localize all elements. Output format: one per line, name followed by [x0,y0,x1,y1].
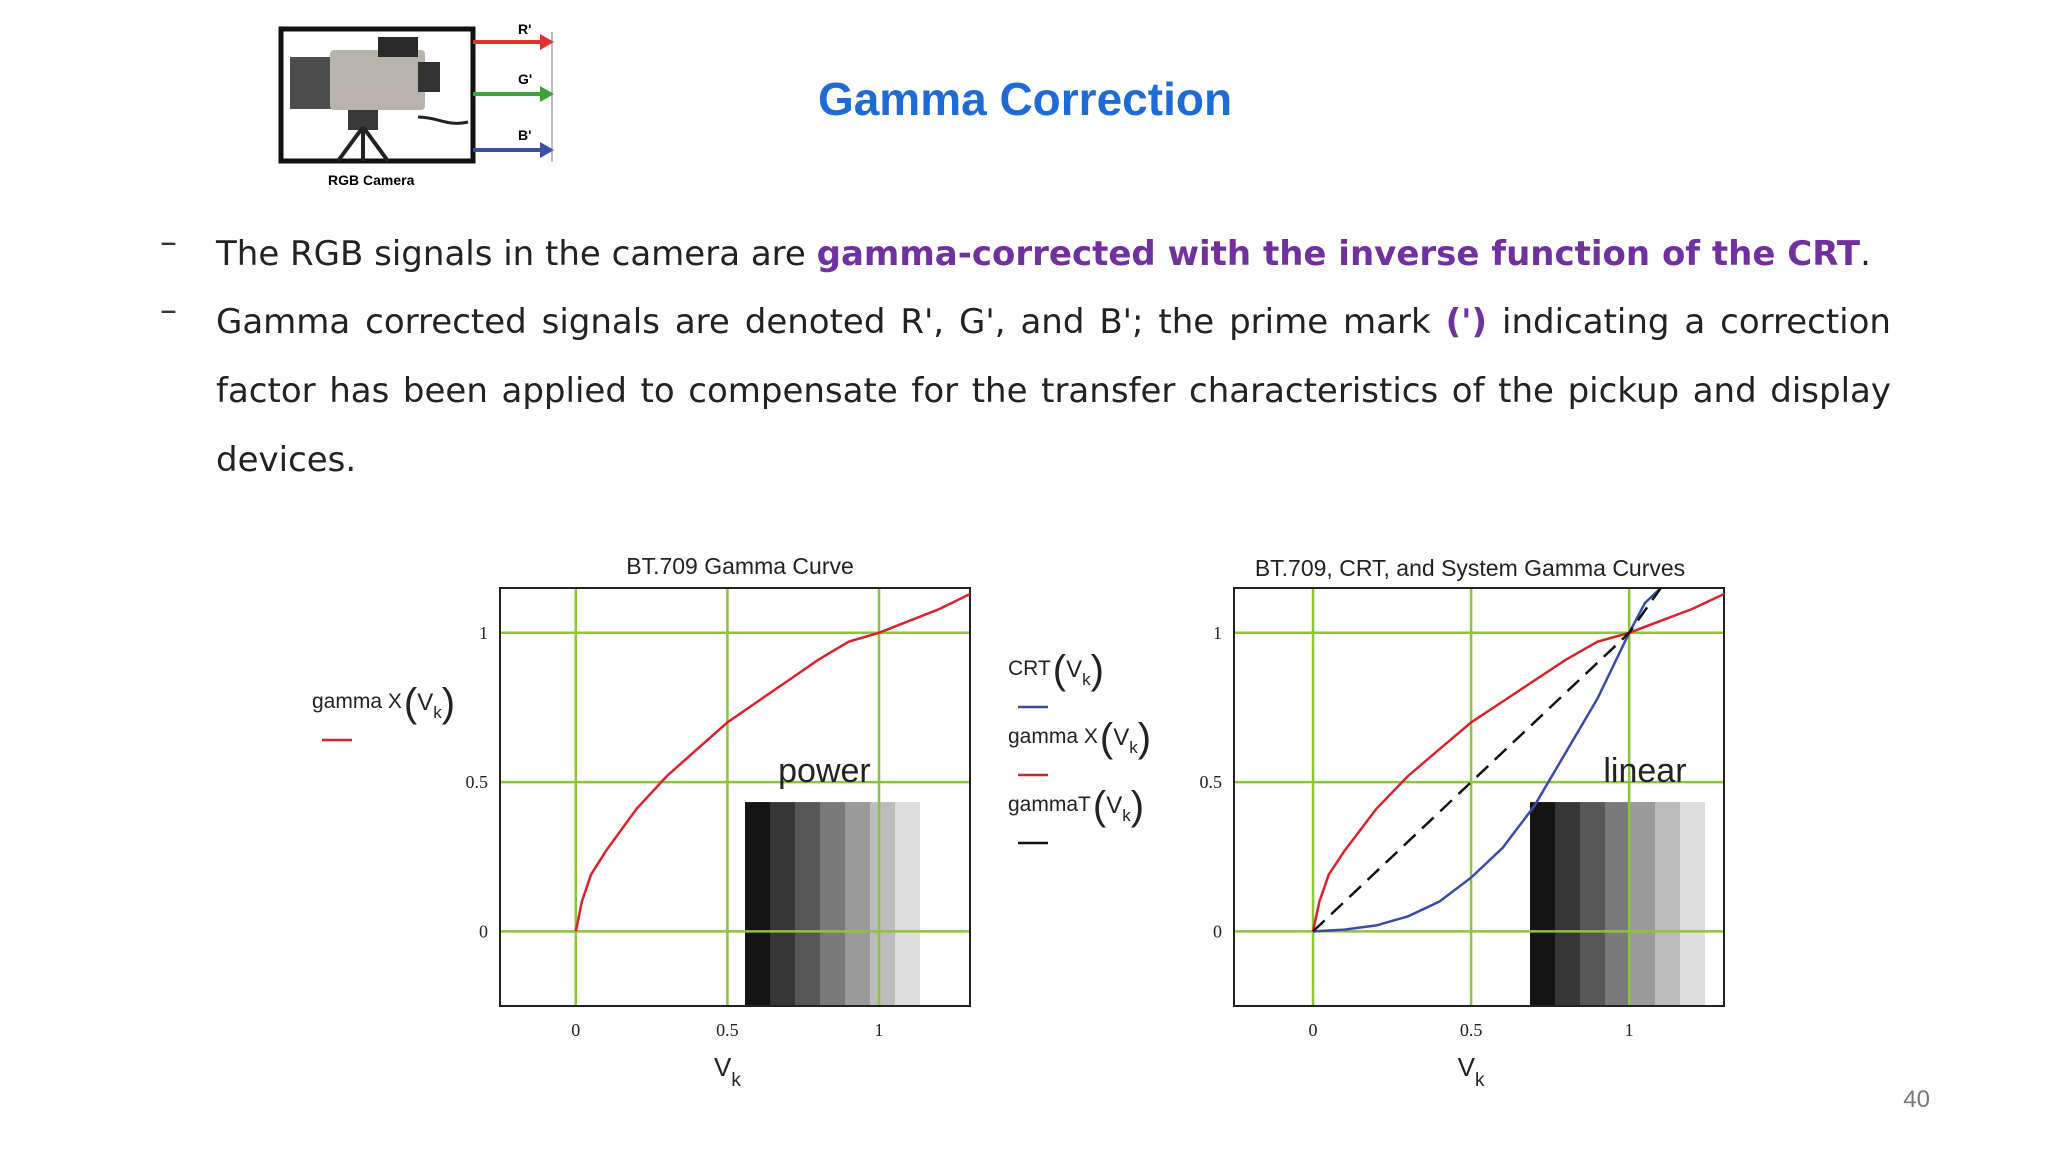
bullet-text: Gamma corrected signals are denoted R', … [216,288,1891,495]
bullet-dash: – [160,290,177,330]
bullet-text-suffix: . [1860,234,1871,274]
legend-label: CRT(Vk) [1008,648,1104,692]
grayscale-step [1655,802,1681,1006]
grayscale-step [845,802,871,1006]
y-tick-label: 0 [479,921,488,941]
chart-annotation: power [778,752,871,790]
chart-annotation: linear [1603,752,1686,790]
x-tick-label: 0 [571,1020,580,1040]
plot-frame [1233,587,1725,1007]
y-tick-label: 0.5 [1200,772,1223,792]
camera-body-icon [330,50,425,110]
bullet-text: The RGB signals in the camera are gamma-… [216,220,1896,289]
legend-label: gamma X(Vk) [1008,716,1151,760]
camera-lens [290,57,335,109]
grayscale-step [770,802,796,1006]
grayscale-step [1680,802,1706,1006]
x-tick-label: 0.5 [1460,1020,1483,1040]
grayscale-step [1630,802,1656,1006]
x-tick-label: 1 [1625,1020,1634,1040]
camera-caption: RGB Camera [328,172,415,188]
grayscale-step [920,802,946,1006]
y-tick-label: 1 [1213,623,1222,643]
grayscale-step [1705,802,1731,1006]
r-prime-arrowhead-icon [540,34,554,50]
y-tick-label: 0.5 [466,772,489,792]
page-title: Gamma Correction [817,73,1233,125]
chart-title: BT.709 Gamma Curve [626,553,854,579]
x-tick-label: 0.5 [716,1020,739,1040]
y-tick-label: 1 [479,623,488,643]
chart-title: BT.709, CRT, and System Gamma Curves [1254,555,1686,581]
plot-frame [499,587,971,1007]
page-number: 40 [1903,1086,1930,1113]
b-prime-label: B' [518,127,531,143]
series-line-gamma-x [1311,592,1725,932]
r-prime-label: R' [518,22,531,37]
series-line-gammat [1312,587,1662,933]
grayscale-step [1605,802,1631,1006]
grayscale-step [745,802,771,1006]
grayscale-step [870,802,896,1006]
gamma-curve-chart: 0 0.5 1 0 0.5 1Vk power gamma X(Vk) [312,587,971,1091]
g-prime-arrowhead-icon [540,86,554,102]
grayscale-step [820,802,846,1006]
legend-label: gammaT(Vk) [1008,784,1144,828]
bullet-text-suffix: indicating a correction factor has been … [216,302,1891,480]
x-tick-label: 1 [875,1020,884,1040]
x-tick-label: 0 [1309,1020,1318,1040]
bullet-highlight: (') [1445,302,1488,342]
x-axis-label: Vk [714,1052,741,1091]
grayscale-step [795,802,821,1006]
grayscale-step [1530,802,1556,1006]
x-axis-label: Vk [1458,1052,1485,1091]
grayscale-step [895,802,921,1006]
g-prime-label: G' [518,71,532,87]
series-line-gamma-x [574,592,971,932]
y-tick-label: 0 [1213,921,1222,941]
legend-label: gamma X(Vk) [312,681,455,725]
bullet-dash: – [160,222,177,262]
rgb-camera-diagram: R' G' B' RGB Camera [278,22,554,188]
system-gamma-chart: 0 0.5 1 0 0.5 1Vk linear CRT(Vk) gamma X(Vk) gamm… [1008,587,1731,1091]
grayscale-step [1555,802,1581,1006]
b-prime-arrowhead-icon [540,142,554,158]
bullet-text-prefix: Gamma corrected signals are denoted R', … [216,302,1446,342]
bullet-highlight: gamma-corrected with the inverse functio… [816,234,1861,274]
grayscale-step [1580,802,1606,1006]
bullet-text-prefix: The RGB signals in the camera are [216,234,817,274]
